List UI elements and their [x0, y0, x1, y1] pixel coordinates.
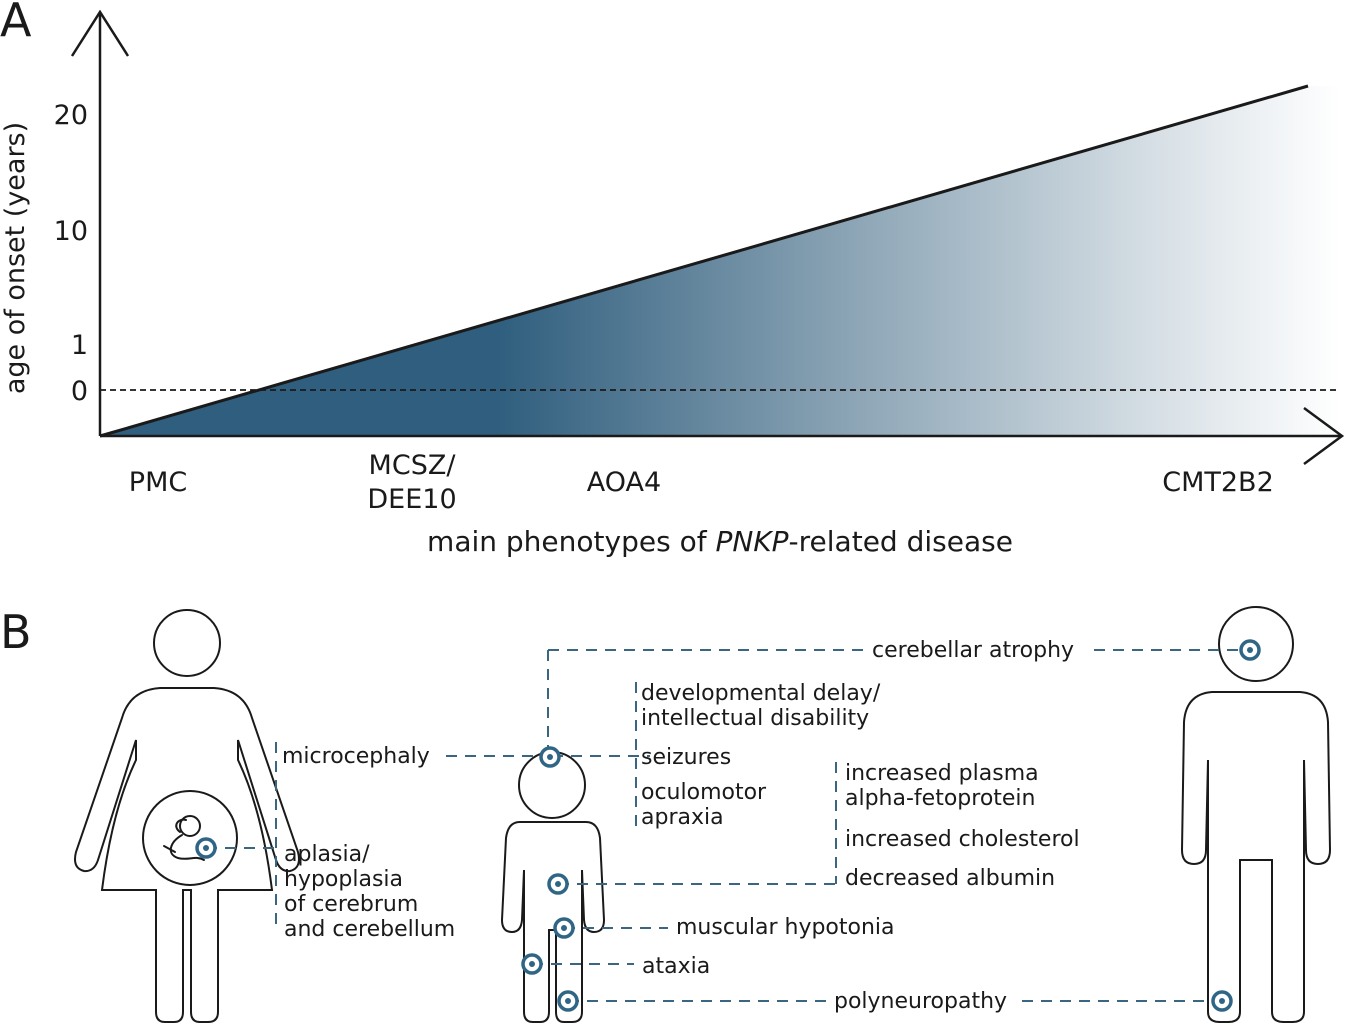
pregnant-woman-figure	[74, 609, 300, 1023]
adult-body	[1180, 691, 1332, 1023]
marker-adult-head	[1239, 639, 1261, 661]
connector-lines	[206, 649, 1250, 1002]
y-tick-label: 0	[71, 376, 88, 407]
fetus-icon	[163, 815, 205, 861]
marker-child-knee	[521, 953, 543, 975]
y-axis-label: age of onset (years)	[0, 122, 31, 394]
marker-child-foot	[557, 990, 579, 1012]
marker-child-abdomen	[547, 873, 569, 895]
label-cerebellar-atrophy: cerebellar atrophy	[872, 638, 1074, 663]
label-plasma-afp: increased plasma alpha-fetoprotein	[845, 761, 1046, 811]
label-muscular-hypotonia: muscular hypotonia	[676, 915, 895, 940]
label-microcephaly: microcephaly	[282, 744, 430, 769]
woman-head	[153, 609, 221, 677]
panel-a-letter: A	[0, 0, 32, 47]
y-tick-label: 20	[54, 100, 88, 131]
womb	[142, 790, 238, 886]
label-ataxia: ataxia	[642, 954, 710, 979]
child-body	[500, 821, 606, 1023]
label-oculomotor-apraxia: oculomotor apraxia	[641, 780, 773, 830]
label-aplasia: aplasia/ hypoplasia of cerebrum and cere…	[284, 842, 455, 942]
label-increased-cholesterol: increased cholesterol	[845, 827, 1080, 852]
phenotype-label: AOA4	[587, 467, 661, 498]
y-axis-arrowhead	[70, 9, 130, 57]
marker-fetus-brain	[195, 837, 217, 859]
x-axis-arrowhead	[1303, 406, 1345, 466]
y-tick-label: 1	[71, 330, 88, 361]
marker-child-head	[539, 746, 561, 768]
phenotype-label: CMT2B2	[1162, 467, 1274, 498]
phenotype-label: PMC	[129, 467, 187, 498]
phenotype-label: MCSZ/DEE10	[367, 450, 456, 515]
onset-trend-line	[99, 84, 1309, 438]
marker-child-thigh	[553, 917, 575, 939]
label-seizures: seizures	[641, 745, 731, 770]
panel-b-letter: B	[0, 605, 32, 659]
label-developmental-delay: developmental delay/ intellectual disabi…	[641, 681, 887, 731]
onset-gradient-area	[100, 86, 1340, 436]
phenotype-labels: PMC MCSZ/DEE10 AOA4 CMT2B2	[129, 450, 1274, 515]
y-tick-label: 10	[54, 216, 88, 247]
label-polyneuropathy: polyneuropathy	[834, 989, 1007, 1014]
label-decreased-albumin: decreased albumin	[845, 866, 1055, 891]
marker-adult-foot	[1211, 990, 1233, 1012]
x-axis-label: main phenotypes of PNKP-related disease	[427, 525, 1013, 558]
adult-figure	[1180, 606, 1332, 1023]
symptom-markers	[195, 639, 1261, 1012]
